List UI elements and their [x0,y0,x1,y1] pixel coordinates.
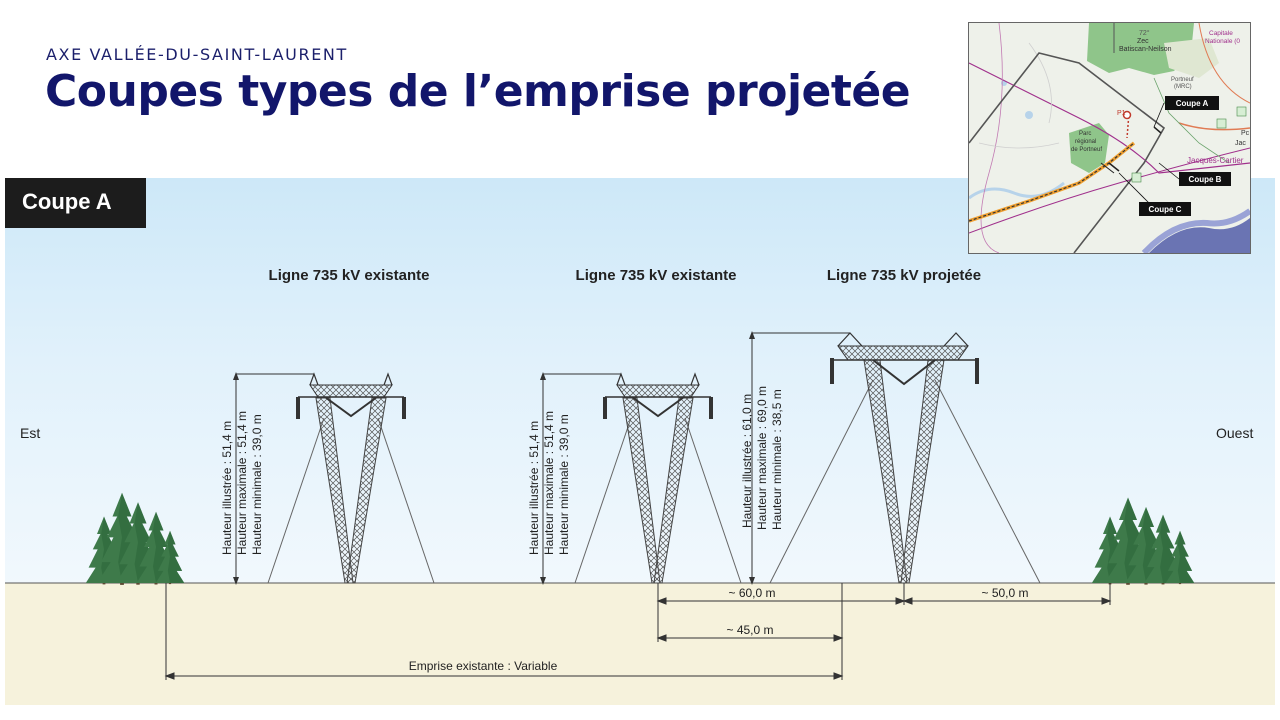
svg-text:Pc: Pc [1241,130,1250,137]
svg-text:Nationale (0: Nationale (0 [1205,38,1240,45]
tower-3-height-illustrated: Hauteur illustrée : 61,0 m [740,394,754,528]
tower-2-title: Ligne 735 kV existante [576,267,737,284]
svg-text:Portneuf: Portneuf [1171,77,1194,83]
svg-text:Jacques-Cartier: Jacques-Cartier [1187,156,1244,165]
dimension-50m: ~ 50,0 m [981,586,1028,600]
svg-text:Batiscan-Neilson: Batiscan-Neilson [1119,46,1172,53]
inset-map: 72° Zec Batiscan-Neilson Capitale Nation… [968,22,1251,254]
ground-band [5,583,1275,705]
tower-projected [749,331,1041,585]
tower-1-height-illustrated: Hauteur illustrée : 51,4 m [220,421,234,555]
svg-text:(MRC): (MRC) [1174,84,1192,90]
svg-text:P1: P1 [1117,110,1126,117]
svg-text:Jac: Jac [1235,140,1246,147]
tower-2-height-illustrated: Hauteur illustrée : 51,4 m [527,421,541,555]
tower-1-title: Ligne 735 kV existante [269,267,430,284]
map-tag-coupe-a: Coupe A [1176,99,1209,108]
dimension-lines [164,583,1112,680]
dimension-45m: ~ 45,0 m [726,623,773,637]
svg-text:Capitale: Capitale [1209,30,1233,37]
section-eyebrow: AXE VALLÉE-DU-SAINT-LAURENT [46,45,348,64]
svg-text:Zec: Zec [1137,38,1149,45]
svg-text:72°: 72° [1139,29,1150,37]
map-tag-coupe-b: Coupe B [1189,175,1222,184]
tower-2-height-min: Hauteur minimale : 39,0 m [557,414,571,555]
tower-3-height-min: Hauteur minimale : 38,5 m [770,389,784,530]
tower-2-height-max: Hauteur maximale : 51,4 m [542,411,556,555]
dimension-emprise: Emprise existante : Variable [409,659,558,673]
tower-3-height-max: Hauteur maximale : 69,0 m [755,386,769,530]
coupe-label: Coupe A [5,178,146,228]
page-title: Coupes types de l’emprise projetée [45,66,911,117]
tower-1-height-min: Hauteur minimale : 39,0 m [250,414,264,555]
svg-text:régional: régional [1075,139,1096,145]
direction-west: Ouest [1216,425,1253,441]
map-tag-coupe-c: Coupe C [1149,205,1182,214]
tower-existing-1 [233,372,435,585]
trees-left [85,492,185,585]
tower-existing-2 [540,372,742,585]
tower-3-title: Ligne 735 kV projetée [827,267,981,284]
svg-text:de Portneuf: de Portneuf [1071,147,1102,153]
dimension-60m: ~ 60,0 m [728,586,775,600]
tower-1-height-max: Hauteur maximale : 51,4 m [235,411,249,555]
svg-text:Parc: Parc [1079,131,1091,137]
direction-east: Est [20,425,40,441]
trees-right [1091,497,1195,585]
